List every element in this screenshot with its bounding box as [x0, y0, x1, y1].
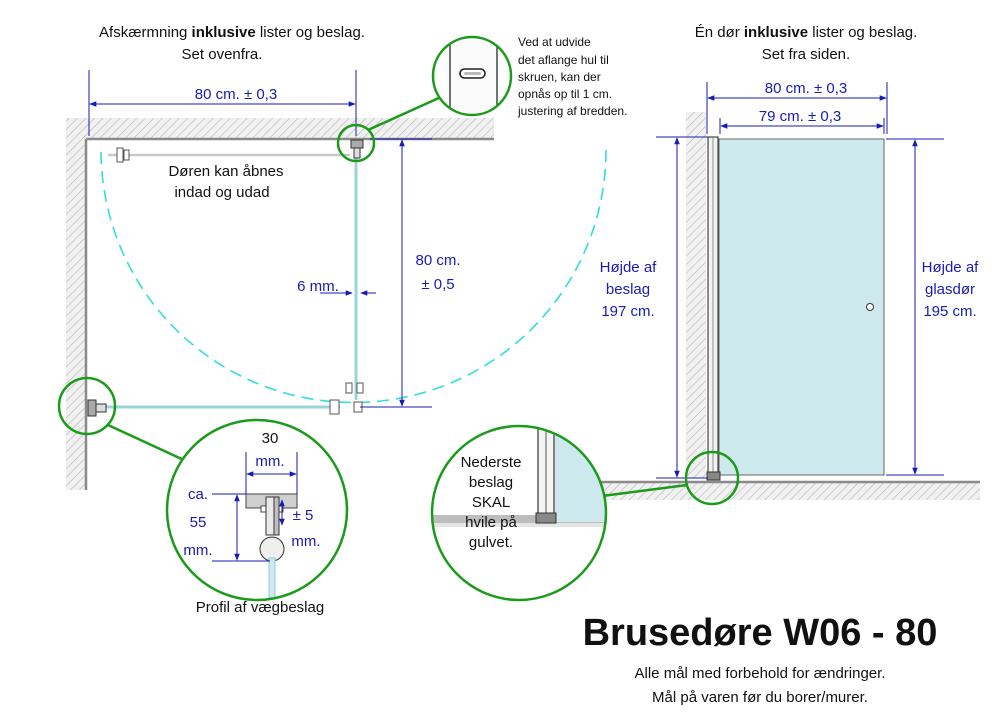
- footer-note-2: Mål på varen før du borer/murer.: [652, 689, 868, 706]
- profile-depth-2: 55: [190, 514, 207, 531]
- hinge-top: [116, 147, 130, 163]
- width-dim-label: 80 cm. ± 0,3: [195, 86, 277, 103]
- callout-leader-hole: [367, 95, 442, 132]
- gap-dim-label: 6 mm.: [297, 278, 339, 295]
- profile-adjust-2: mm.: [291, 533, 320, 550]
- top-view-subtitle: Set ovenfra.: [182, 46, 263, 63]
- profile-adjust-1: ± 5: [293, 507, 314, 524]
- side-view-subtitle: Set fra siden.: [762, 46, 850, 63]
- floor-detail: Nederste beslag SKAL hvile på gulvet.: [430, 424, 608, 602]
- hole-note-line: det aflange hul til: [518, 53, 609, 67]
- profile-width-1: 30: [262, 430, 279, 447]
- hole-note-line: skruen, kan der: [518, 70, 601, 84]
- door-note-1: Døren kan åbnes: [168, 163, 283, 180]
- door-glass: [718, 138, 885, 476]
- profile-detail: 30 mm. ca. 55 mm. ± 5 mm. Profil af vægb…: [165, 418, 349, 616]
- fitting-height-1: Højde af: [600, 259, 658, 276]
- fitting-height-3: 197 cm.: [601, 303, 654, 320]
- door-note-2: indad og udad: [174, 184, 269, 201]
- floor-note-line: gulvet.: [469, 534, 513, 551]
- floor-note-line: SKAL: [472, 494, 510, 511]
- top-wall-hatch: [66, 118, 494, 138]
- hole-note-line: justering af bredden.: [517, 104, 627, 118]
- profile-width-2: mm.: [255, 453, 284, 470]
- profile-caption: Profil af vægbeslag: [196, 599, 324, 616]
- top-view-title: Afskærmning inklusive lister og beslag.: [99, 24, 365, 41]
- footer-note-1: Alle mål med forbehold for ændringer.: [635, 665, 886, 682]
- depth-dim-label-2: ± 0,5: [421, 276, 454, 293]
- glass-height-1: Højde af: [922, 259, 980, 276]
- wall-bracket-top: [350, 139, 364, 159]
- callout-leader-floor: [601, 483, 688, 498]
- floor-note-line: Nederste: [461, 454, 522, 471]
- hole-note-line: Ved at udvide: [518, 35, 591, 49]
- callout-bracket-top: [336, 123, 376, 163]
- floor-note-line: beslag: [469, 474, 513, 491]
- hinge-bottom: [329, 382, 364, 415]
- door-swing-arc: [100, 149, 607, 404]
- callout-leader-profile: [107, 423, 187, 463]
- side-wall-hatch: [686, 112, 706, 478]
- glass-height-3: 195 cm.: [923, 303, 976, 320]
- outer-width-label: 80 cm. ± 0,3: [765, 80, 847, 97]
- floor-note-line: hvile på: [465, 514, 517, 531]
- hole-note: Ved at udvide det aflange hul til skruen…: [517, 35, 627, 118]
- bottom-fitting: [706, 471, 721, 481]
- profile-depth-1: ca.: [188, 486, 208, 503]
- glass-width-label: 79 cm. ± 0,3: [759, 108, 841, 125]
- fitting-height-2: beslag: [606, 281, 650, 298]
- product-title: Brusedøre W06 - 80: [583, 612, 938, 654]
- depth-dim-label-1: 80 cm.: [415, 252, 460, 269]
- floor-hatch: [600, 482, 980, 500]
- callout-wall-bracket: [57, 376, 117, 436]
- side-view: 80 cm. ± 0,3 79 cm. ± 0,3 Højde af besla…: [600, 24, 980, 506]
- door-handle-knob: [866, 303, 874, 311]
- left-wall-hatch: [66, 138, 86, 490]
- profile-depth-3: mm.: [183, 542, 212, 559]
- callout-floor-fitting: [684, 450, 740, 506]
- glass-height-2: glasdør: [925, 281, 975, 298]
- hole-detail: [431, 35, 513, 117]
- side-view-title: Én dør inklusive lister og beslag.: [695, 24, 918, 41]
- wall-bracket-left: [87, 399, 107, 417]
- top-view: 80 cm. ± 0,3 80 cm. ± 0,5 6 mm. Afskærmn…: [57, 24, 627, 490]
- hole-note-line: opnås op til 1 cm.: [518, 87, 612, 101]
